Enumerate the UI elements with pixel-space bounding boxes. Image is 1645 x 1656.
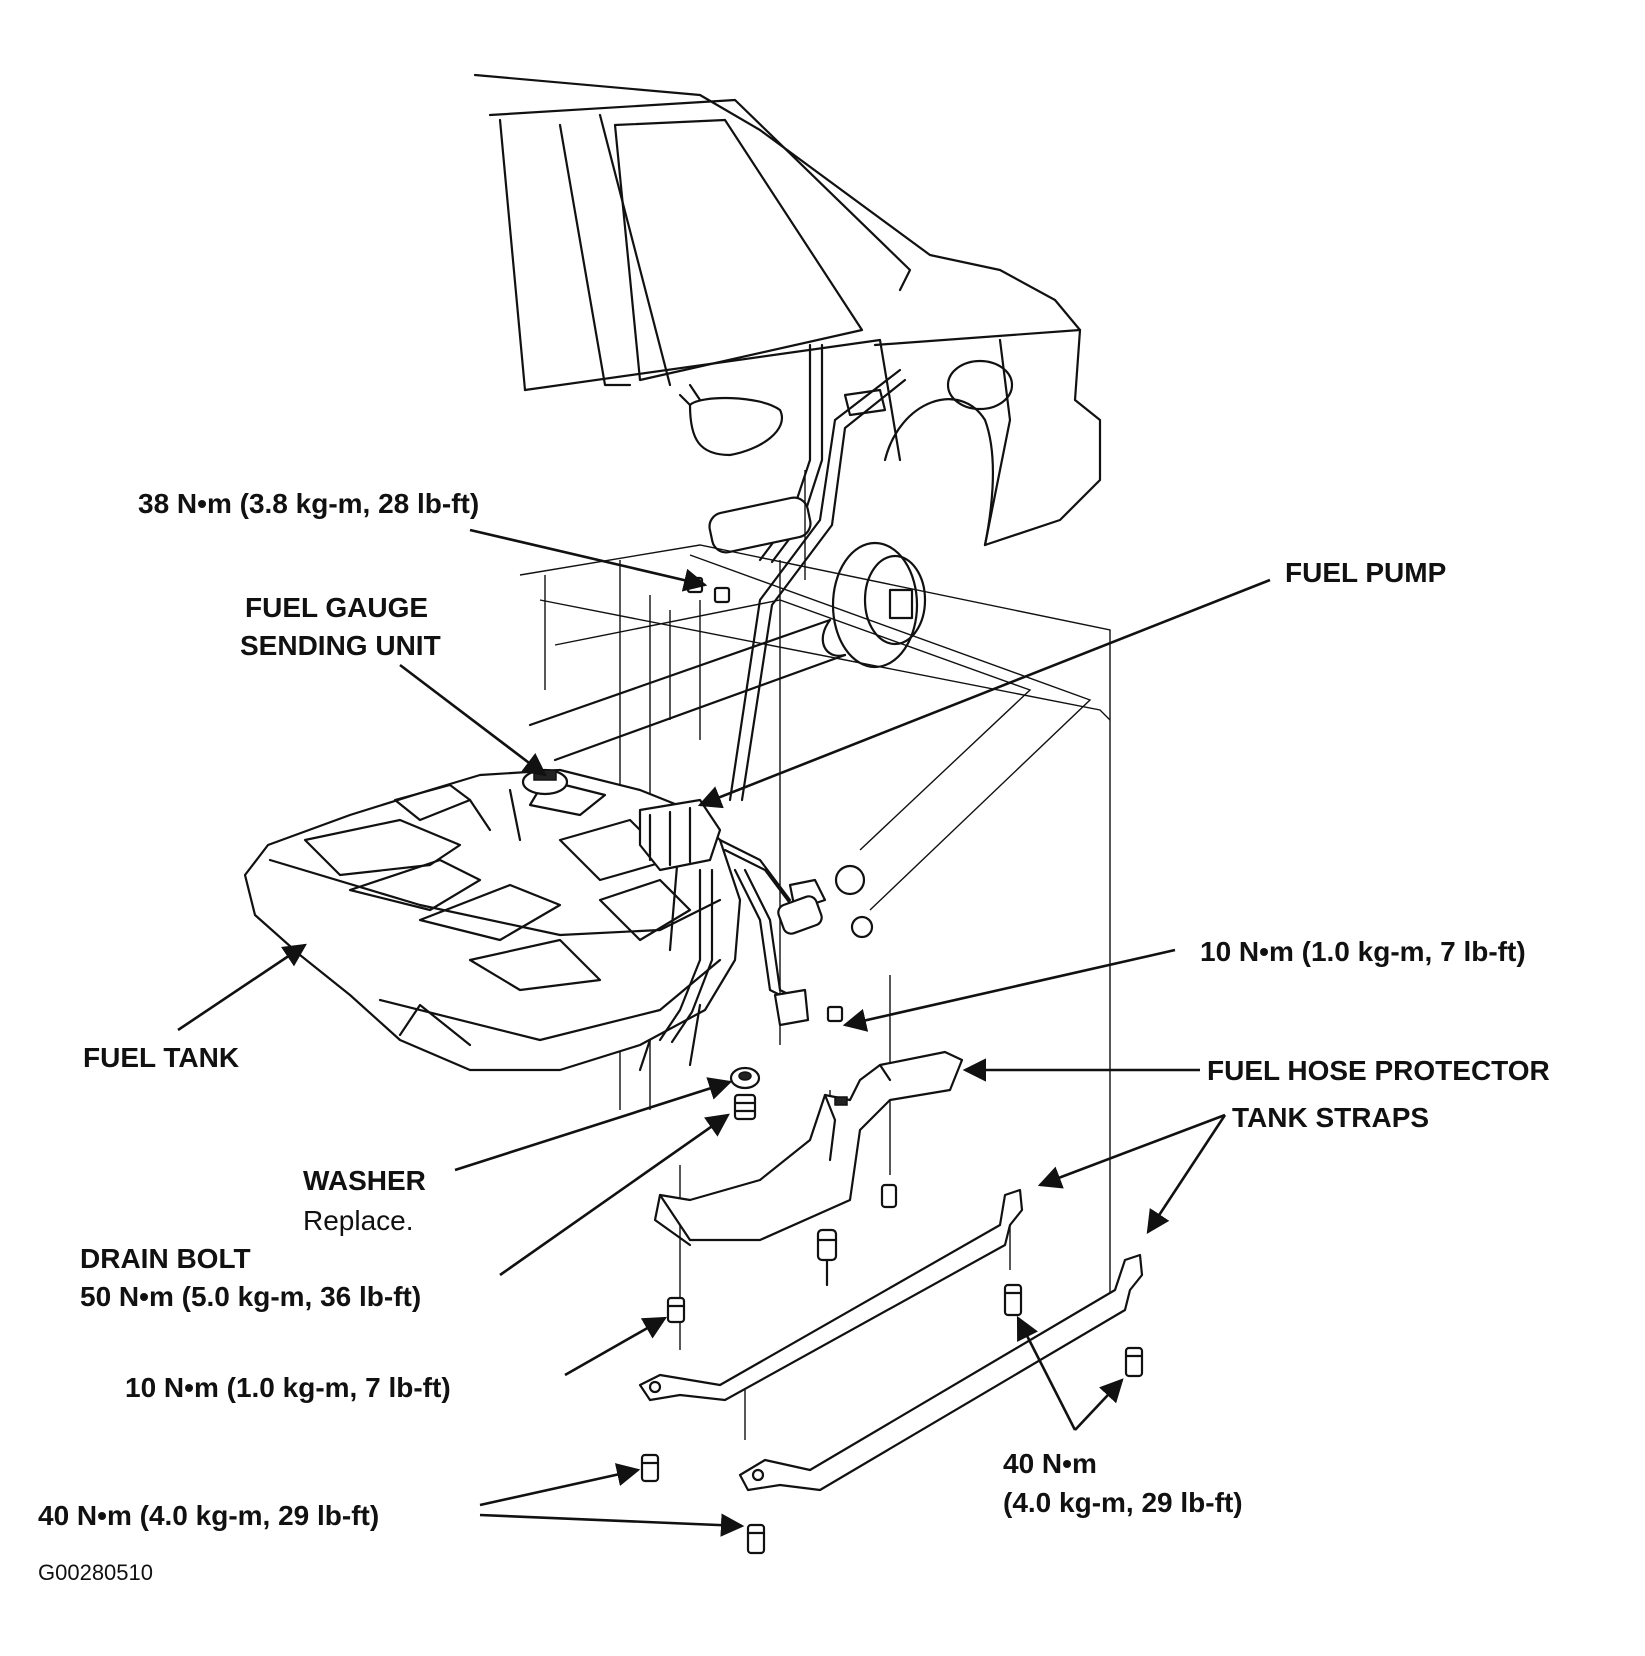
torque-label-10-right: 10 N•m (1.0 kg-m, 7 lb-ft) [1200, 936, 1526, 967]
fuel-tank-label: FUEL TANK [83, 1042, 239, 1073]
bolt [666, 1296, 686, 1324]
drain-bolt-torque-label: 50 N•m (5.0 kg-m, 36 lb-ft) [80, 1281, 421, 1312]
washer-note: Replace. [303, 1205, 414, 1236]
bolt [880, 1183, 898, 1209]
drain-bolt-label: DRAIN BOLT [80, 1243, 251, 1274]
torque-label-40-right-line2: (4.0 kg-m, 29 lb-ft) [1003, 1487, 1243, 1518]
fuel-pump-assembly [638, 798, 874, 1044]
tank-straps-label: TANK STRAPS [1232, 1102, 1429, 1133]
fuel-pump-label: FUEL PUMP [1285, 557, 1446, 588]
bolt [640, 1453, 660, 1483]
rear-axle [528, 541, 927, 762]
bolt [1003, 1283, 1023, 1317]
torque-label-38: 38 N•m (3.8 kg-m, 28 lb-ft) [138, 488, 479, 519]
fuel-gauge-label-line1: FUEL GAUGE [245, 592, 428, 623]
bolt [1124, 1346, 1144, 1378]
bolt [826, 1005, 844, 1023]
leader-lines [177, 528, 1271, 1537]
figure-code: G00280510 [38, 1560, 153, 1585]
fuel-gauge-label-line2: SENDING UNIT [240, 630, 441, 661]
fuel-hose-protector-label: FUEL HOSE PROTECTOR [1207, 1055, 1550, 1086]
washer [729, 1066, 761, 1090]
tank-straps [638, 1188, 1144, 1492]
washer-label: WASHER [303, 1165, 426, 1196]
filler-neck-hose [678, 343, 907, 802]
drain-bolt [733, 1093, 757, 1121]
bolt [746, 1523, 766, 1555]
torque-label-40-left: 40 N•m (4.0 kg-m, 29 lb-ft) [38, 1500, 379, 1531]
bolt [816, 1228, 838, 1287]
torque-label-40-right-line1: 40 N•m [1003, 1448, 1097, 1479]
fuel-hose-protector [653, 1050, 964, 1247]
torque-label-10-left: 10 N•m (1.0 kg-m, 7 lb-ft) [125, 1372, 451, 1403]
car-body [473, 73, 1102, 547]
fuel-tank [243, 768, 742, 1072]
